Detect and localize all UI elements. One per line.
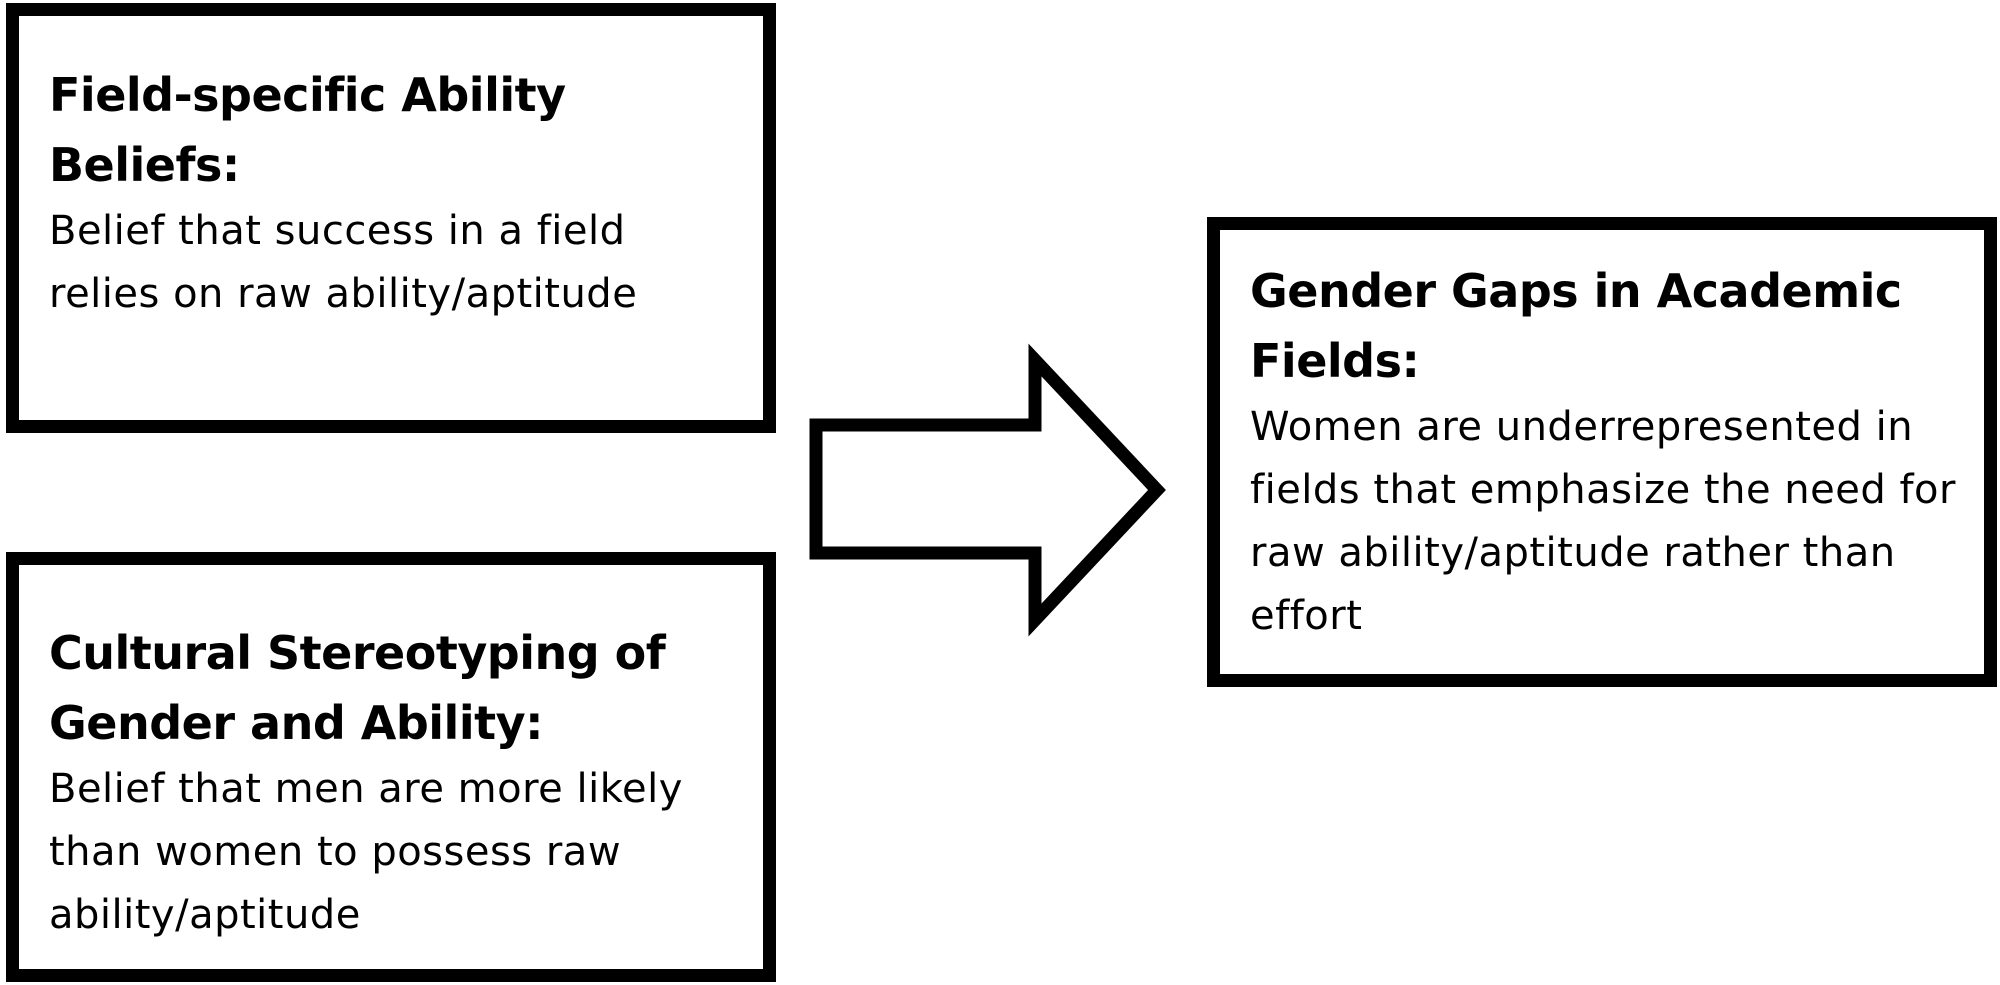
ability-beliefs-description: Belief that success in a field relies on… [49, 208, 638, 317]
ability-beliefs-title: Field-specific Ability Beliefs: [49, 68, 566, 192]
gender-gaps-title: Gender Gaps in Academic Fields: [1250, 264, 1902, 388]
gender-gaps-box: Gender Gaps in Academic Fields: Women ar… [1207, 217, 1997, 687]
stereotyping-description: Belief that men are more likely than wom… [49, 765, 683, 938]
ability-beliefs-box: Field-specific Ability Beliefs: Belief t… [6, 3, 776, 433]
stereotyping-title: Cultural Stereotyping of Gender and Abil… [49, 625, 666, 750]
gender-gaps-description: Women are underrepresented in fields tha… [1250, 404, 1956, 639]
stereotyping-box: Cultural Stereotyping of Gender and Abil… [6, 552, 776, 982]
